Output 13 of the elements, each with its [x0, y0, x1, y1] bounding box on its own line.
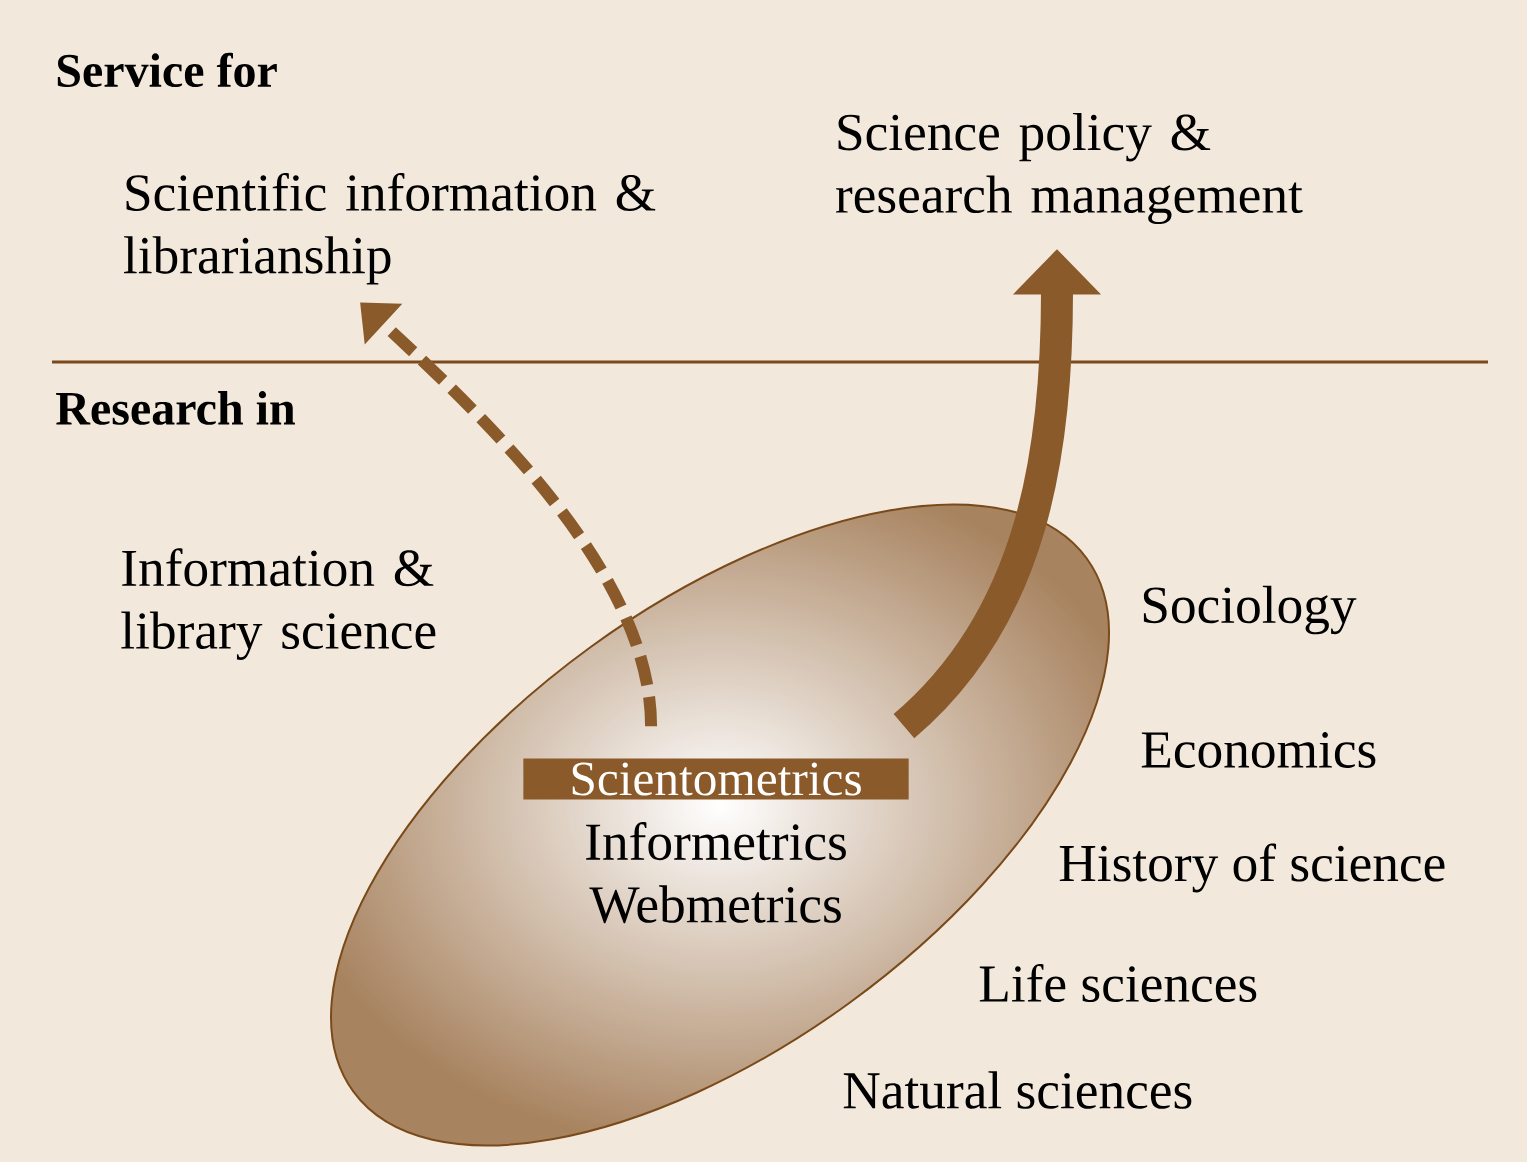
target-label: Science policy & research management — [836, 112, 1303, 225]
arrow — [360, 302, 658, 727]
field-label: Information & library science — [121, 548, 436, 660]
field-label: Sociology — [1143, 585, 1357, 635]
field-label: Natural sciences — [843, 1071, 1192, 1109]
field-label: History of science — [1059, 843, 1445, 893]
inner-label: Informetrics Webmetrics — [586, 822, 846, 924]
heading: Service for — [57, 52, 277, 88]
heading: Research in — [56, 391, 295, 425]
field-label: Economics — [1141, 732, 1376, 768]
field-label: Life sciences — [979, 964, 1257, 1003]
highlight-box: Scientometrics — [523, 758, 909, 800]
target-label: Scientific information & librarianship — [124, 172, 656, 285]
